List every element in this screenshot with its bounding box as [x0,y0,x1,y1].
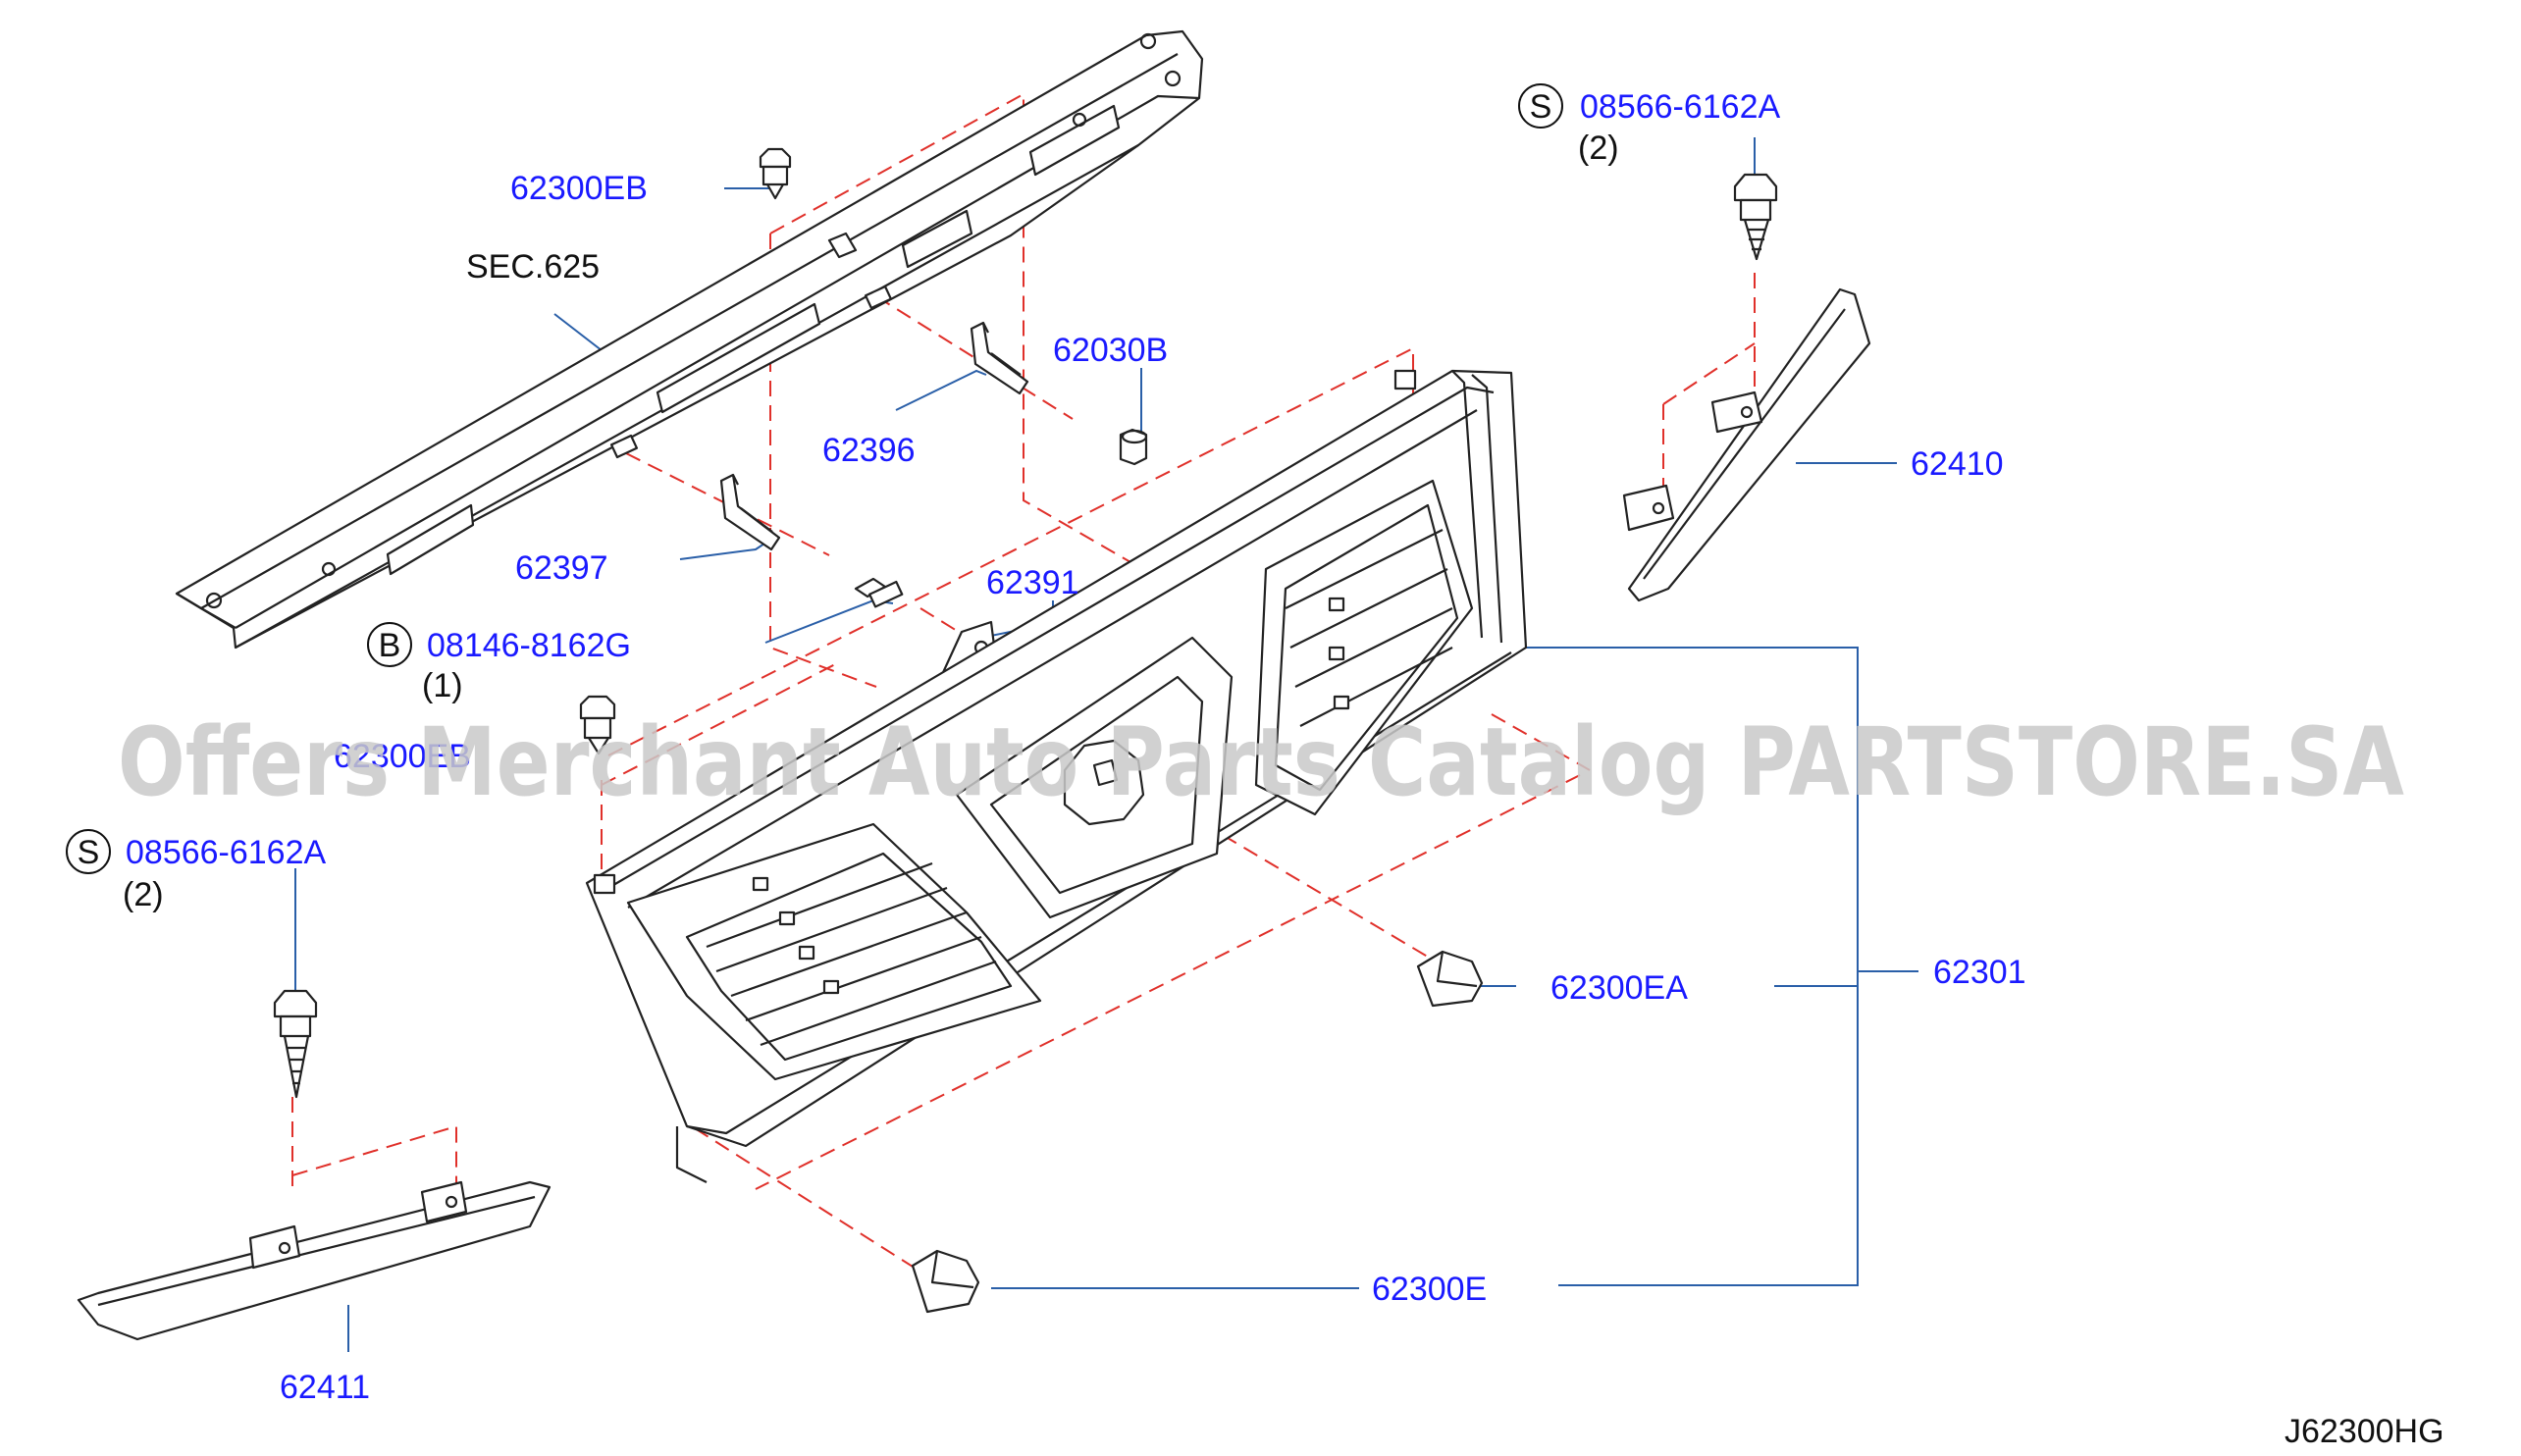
label-62030B[interactable]: 62030B [1053,332,1168,369]
label-62301[interactable]: 62301 [1933,954,2026,991]
label-62300EB-top[interactable]: 62300EB [510,170,648,207]
label-08566-6162A-right[interactable]: 08566-6162A [1580,88,1781,126]
clip-icon [911,1249,980,1314]
label-08146-8162G[interactable]: 08146-8162G [427,627,631,664]
watermark: Offers Merchant Auto Parts Catalog PARTS… [118,707,2404,817]
clip-icon [759,147,792,200]
label-62300EB-left[interactable]: 62300EB [334,738,471,775]
screw-marker-right: S [1518,83,1563,129]
screw-marker-left: S [66,829,111,874]
label-sec625: SEC.625 [466,248,600,286]
label-08146-8162G-qty: (1) [422,667,463,704]
figure-code: J62300HG [2285,1413,2444,1450]
label-08566-6162A-right-qty: (2) [1578,130,1619,167]
molding-62411 [77,1180,551,1341]
callout-labels: 62300EB SEC.625 62030B 62396 62397 62391… [123,88,2444,1450]
marker-b-letter: B [379,627,401,664]
bracket-icon [970,321,1029,395]
stud-icon [609,434,639,459]
label-62300EA[interactable]: 62300EA [1550,969,1688,1007]
marker-s-left-letter: S [78,834,100,871]
label-08566-6162A-left[interactable]: 08566-6162A [126,834,327,871]
stud-icon [864,285,893,310]
dashed-guides [291,92,1756,1286]
nut-icon [1119,428,1148,466]
clip-icon [1416,950,1484,1008]
label-08566-6162A-left-qty: (2) [123,876,164,913]
bolt-icon [854,577,904,608]
screw-icon [1733,173,1778,261]
bolt-marker: B [367,622,412,667]
label-62410[interactable]: 62410 [1911,445,2004,483]
label-62397[interactable]: 62397 [515,549,608,587]
label-62391[interactable]: 62391 [986,564,1079,601]
screw-icon [273,989,318,1099]
clip-icon [579,695,616,755]
front-grille [585,369,1528,1183]
radiator-core-support [175,29,1204,650]
label-62396[interactable]: 62396 [822,432,916,469]
label-62411[interactable]: 62411 [280,1369,370,1406]
molding-62410 [1622,287,1871,602]
label-62300E[interactable]: 62300E [1372,1271,1487,1308]
bracket-icon [719,473,781,551]
marker-s-right-letter: S [1530,88,1552,126]
